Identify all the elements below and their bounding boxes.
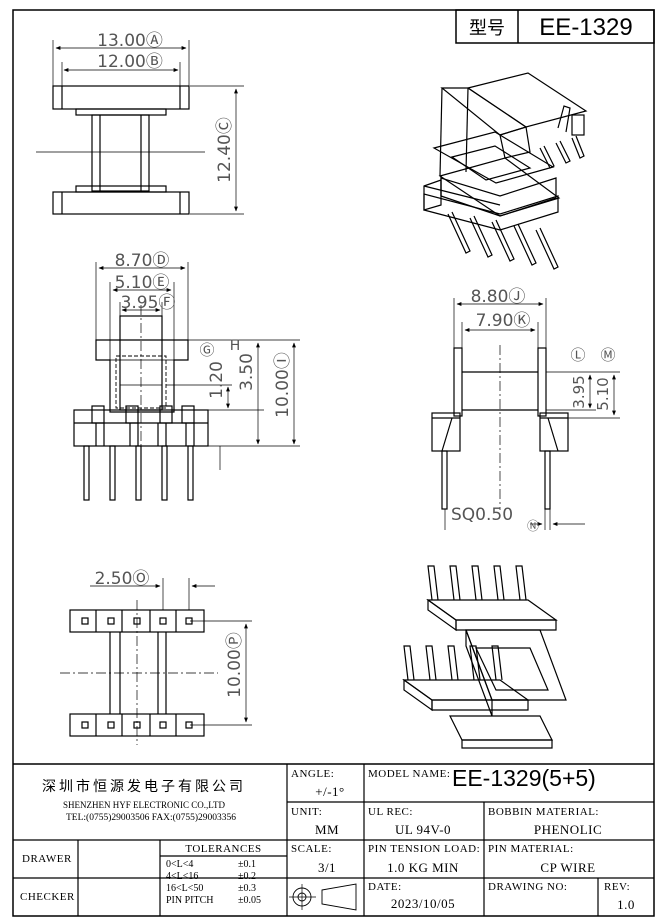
dim-c: 12.40Ⓒ [215,117,235,183]
company-name-en: SHENZHEN HYF ELECTRONIC CO.,LTD [63,800,225,810]
rev-value: 1.0 [617,897,635,912]
company-contact: TEL:(0755)29003506 FAX:(0755)29003356 [65,813,237,823]
tolerance-value-2: ±0.3 [238,883,256,894]
company-name-cn: 深圳市恒源发电子有限公司 [42,780,246,795]
title-box-value: EE-1329 [539,14,632,41]
dim-m: Ⓜ [600,346,615,364]
side-view [431,298,620,530]
title-block-grid [13,763,654,916]
dim-o: 2.50Ⓞ [95,569,150,589]
dim-e: 5.10Ⓔ [115,273,170,293]
tolerance-value-3: ±0.05 [238,895,261,906]
pin-material-value: CP WIRE [540,860,596,875]
dim-f: 3.95Ⓕ [121,293,176,313]
isometric-view-top [423,72,588,270]
dim-p: 10.00Ⓟ [225,632,245,698]
pin-material-label: PIN MATERIAL: [488,843,574,855]
tolerance-value-0: ±0.1 [238,859,256,870]
tolerance-value-1: ±0.2 [238,871,256,882]
dim-h: H [230,338,241,354]
tolerance-values: ±0.1 ±0.2 ±0.3 ±0.05 [238,859,261,907]
dim-d: 8.70Ⓓ [115,251,170,271]
dim-b: 12.00Ⓑ [97,52,163,72]
pin-tension-label: PIN TENSION LOAD: [368,843,481,855]
pin-tension-value: 1.0 KG MIN [387,860,459,875]
tolerance-range-0: 0<L<4 [166,859,194,870]
drawing-no-label: DRAWING NO: [488,881,568,893]
dim-5-10-side: 5.10 [594,377,612,410]
unit-label: UNIT: [291,806,323,818]
front-view [73,262,300,501]
drawer-label: DRAWER [22,853,72,865]
tolerances-title: TOLERANCES [185,843,262,855]
title-box-label: 型号 [469,18,505,38]
tolerance-range-1: 4<L<16 [166,871,199,882]
dim-sq: SQ0.50 [451,505,513,525]
angle-label: ANGLE: [291,768,335,780]
angle-value: +/-1° [315,784,345,799]
checker-label: CHECKER [20,891,75,903]
rev-label: REV: [604,881,631,893]
dim-n: Ⓝ [527,519,539,533]
dim-i: 10.00Ⓘ [273,352,293,418]
dim-a: 13.00Ⓐ [97,31,163,51]
dim-k: 7.90Ⓚ [476,311,531,331]
bottom-view [60,578,252,745]
dim-j: 8.80Ⓙ [471,287,526,307]
scale-value: 3/1 [317,860,337,875]
dim-l: Ⓛ [570,346,585,364]
model-label: MODEL NAME: [368,768,451,780]
bobbin-value: PHENOLIC [533,822,603,837]
isometric-view-bottom [402,565,567,749]
bobbin-label: BOBBIN MATERIAL: [488,806,599,818]
date-value: 2023/10/05 [390,896,456,911]
model-value: EE-1329(5+5) [452,765,596,791]
ul-label: UL REC: [368,806,413,818]
top-view [36,40,244,215]
sheet-border [12,9,655,917]
dim-1-20: 1.20 [207,361,227,399]
tolerance-ranges: 0<L<4 4<L<16 16<L<50 PIN PITCH [166,859,214,907]
date-label: DATE: [368,881,402,893]
dim-3-50: 3.50 [237,353,257,391]
model-title-box: 型号 EE-1329 [455,9,655,44]
dim-g: Ⓖ [199,341,214,359]
tolerance-range-3: PIN PITCH [166,895,214,906]
unit-value: MM [314,822,340,837]
scale-label: SCALE: [291,843,332,855]
ul-value: UL 94V-0 [394,822,452,837]
tolerance-range-2: 16<L<50 [166,883,204,894]
dim-3-95-side: 3.95 [570,375,588,408]
